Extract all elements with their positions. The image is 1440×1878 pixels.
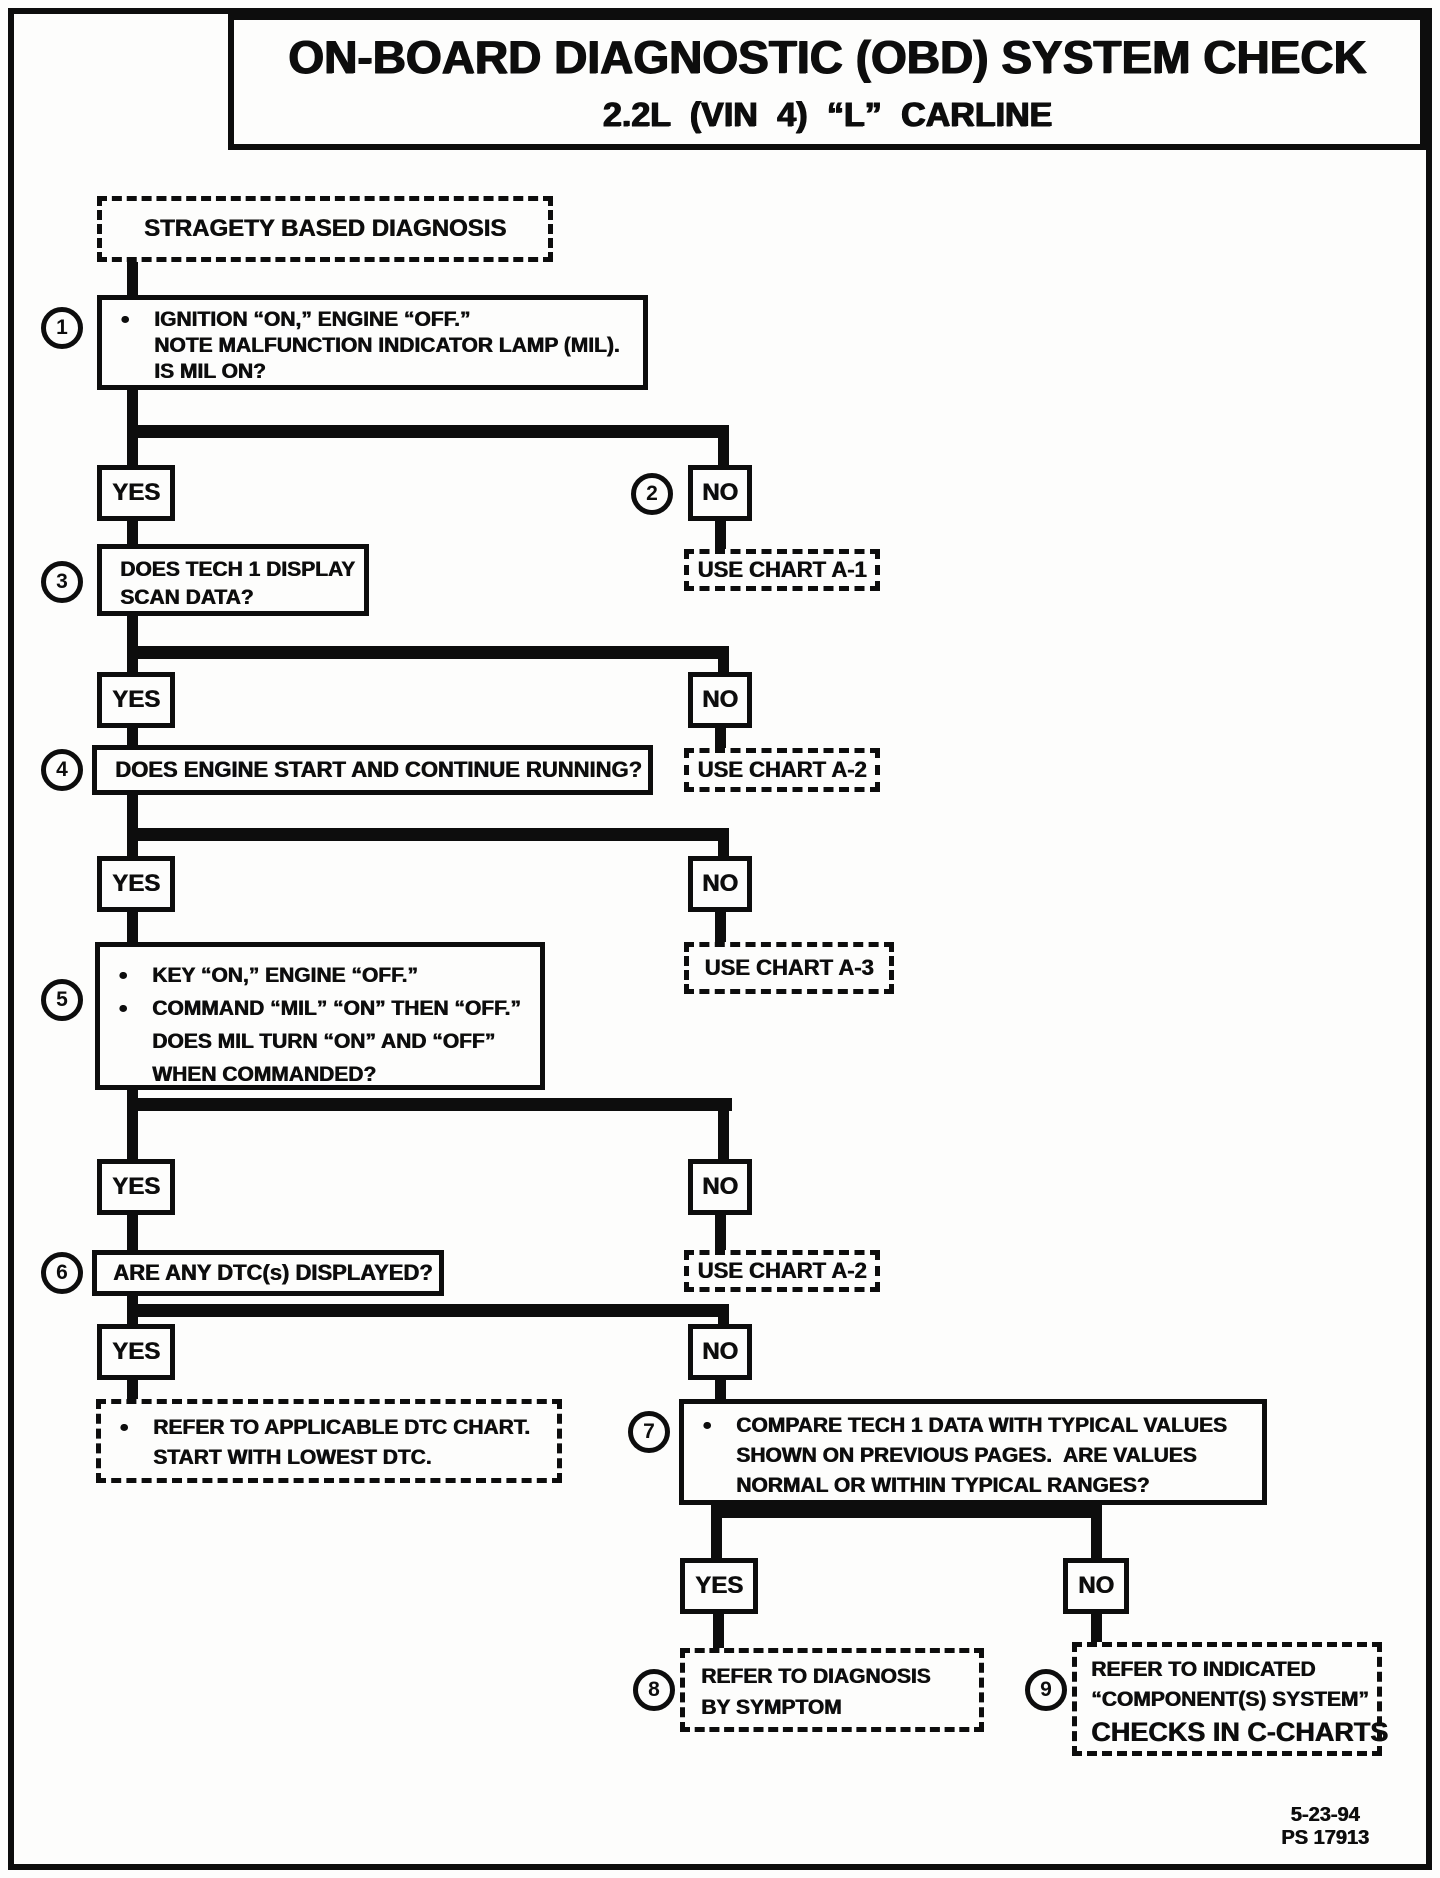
step3-line2: SCAN DATA? bbox=[120, 586, 254, 609]
connector bbox=[127, 1317, 138, 1324]
step-circle-9: 9 bbox=[1025, 1669, 1067, 1711]
connector bbox=[713, 1614, 724, 1648]
step-circle-2: 2 bbox=[631, 473, 673, 515]
connector bbox=[127, 390, 138, 425]
no-label-4: NO bbox=[688, 1159, 752, 1215]
connector bbox=[718, 438, 729, 465]
connector bbox=[127, 1296, 138, 1304]
connector bbox=[127, 425, 729, 438]
connector bbox=[715, 1215, 726, 1250]
step1-line1: IGNITION “ON,” ENGINE “OFF.” bbox=[118, 307, 635, 333]
connector bbox=[127, 438, 138, 465]
connector bbox=[127, 912, 138, 942]
step5-line3: DOES MIL TURN “ON” AND “OFF” bbox=[152, 1030, 495, 1053]
yes-label-3: YES bbox=[97, 856, 175, 912]
step5-box: KEY “ON,” ENGINE “OFF.” COMMAND “MIL” “O… bbox=[95, 942, 545, 1090]
connector bbox=[1091, 1518, 1102, 1558]
chart-a3-node: USE CHART A-3 bbox=[684, 942, 894, 994]
connector bbox=[127, 1098, 732, 1111]
yes-label-2: YES bbox=[97, 672, 175, 728]
connector bbox=[127, 795, 138, 828]
page-subtitle: 2.2L (VIN 4) “L” CARLINE bbox=[602, 96, 1052, 134]
no-label-1: NO bbox=[688, 465, 752, 521]
step1-line3: IS MIL ON? bbox=[154, 360, 266, 383]
no-label-6: NO bbox=[1063, 1558, 1129, 1614]
step8-box: REFER TO DIAGNOSIS BY SYMPTOM bbox=[680, 1648, 984, 1732]
page-border bbox=[8, 8, 1432, 1870]
result-dtc-line2: START WITH LOWEST DTC. bbox=[153, 1446, 432, 1469]
chart-a1-node: USE CHART A-1 bbox=[684, 549, 880, 591]
step9-line1: REFER TO INDICATED bbox=[1091, 1658, 1316, 1681]
yes-label-5: YES bbox=[97, 1324, 175, 1380]
step5-line4: WHEN COMMANDED? bbox=[152, 1063, 376, 1086]
connector bbox=[127, 841, 138, 856]
page-title: ON-BOARD DIAGNOSTIC (OBD) SYSTEM CHECK bbox=[287, 31, 1367, 83]
connector bbox=[127, 659, 138, 672]
step8-line1: REFER TO DIAGNOSIS bbox=[701, 1665, 931, 1688]
connector bbox=[127, 1304, 729, 1317]
connector bbox=[1091, 1614, 1102, 1642]
result-dtc-line1: REFER TO APPLICABLE DTC CHART. bbox=[117, 1413, 549, 1443]
step-circle-1: 1 bbox=[41, 307, 83, 349]
step9-line2: “COMPONENT(S) SYSTEM” bbox=[1091, 1688, 1369, 1711]
step4-box: DOES ENGINE START AND CONTINUE RUNNING? bbox=[92, 745, 653, 795]
connector bbox=[127, 521, 138, 544]
connector bbox=[127, 262, 138, 295]
footer-note: 5-23-94 PS 17913 bbox=[1240, 1804, 1410, 1850]
footer-code: PS 17913 bbox=[1281, 1827, 1369, 1849]
step3-line1: DOES TECH 1 DISPLAY bbox=[120, 558, 355, 581]
step1-line2: NOTE MALFUNCTION INDICATOR LAMP (MIL). bbox=[154, 334, 620, 357]
step5-line2: COMMAND “MIL” “ON” THEN “OFF.” bbox=[116, 992, 532, 1025]
no-label-2: NO bbox=[688, 672, 752, 728]
connector bbox=[718, 1111, 729, 1159]
step7-line3: NORMAL OR WITHIN TYPICAL RANGES? bbox=[736, 1474, 1150, 1497]
step5-line1: KEY “ON,” ENGINE “OFF.” bbox=[116, 959, 532, 992]
connector bbox=[127, 728, 138, 745]
footer-date: 5-23-94 bbox=[1290, 1804, 1360, 1826]
step3-box: DOES TECH 1 DISPLAY SCAN DATA? bbox=[97, 544, 369, 616]
step9-line3: CHECKS IN C-CHARTS bbox=[1091, 1717, 1388, 1747]
step7-line1: COMPARE TECH 1 DATA WITH TYPICAL VALUES bbox=[700, 1411, 1254, 1441]
connector bbox=[127, 1380, 138, 1399]
connector bbox=[715, 1380, 726, 1399]
step-circle-4: 4 bbox=[41, 749, 83, 791]
step7-line2: SHOWN ON PREVIOUS PAGES. ARE VALUES bbox=[736, 1444, 1197, 1467]
yes-label-6: YES bbox=[680, 1558, 758, 1614]
step-circle-7: 7 bbox=[628, 1411, 670, 1453]
step-circle-8: 8 bbox=[633, 1669, 675, 1711]
no-label-3: NO bbox=[688, 856, 752, 912]
connector bbox=[127, 828, 729, 841]
step-circle-3: 3 bbox=[41, 561, 83, 603]
step1-box: IGNITION “ON,” ENGINE “OFF.” NOTE MALFUN… bbox=[97, 295, 648, 390]
step9-box: REFER TO INDICATED “COMPONENT(S) SYSTEM”… bbox=[1072, 1642, 1388, 1756]
result-dtc-box: REFER TO APPLICABLE DTC CHART. START WIT… bbox=[96, 1399, 562, 1483]
connector bbox=[127, 646, 729, 659]
connector bbox=[127, 1090, 138, 1098]
chart-a2-second-node: USE CHART A-2 bbox=[684, 1250, 880, 1292]
step-circle-5: 5 bbox=[41, 979, 83, 1021]
title-box: ON-BOARD DIAGNOSTIC (OBD) SYSTEM CHECK 2… bbox=[228, 14, 1426, 150]
connector bbox=[127, 616, 138, 646]
connector bbox=[127, 1111, 138, 1159]
connector bbox=[718, 659, 729, 672]
step6-box: ARE ANY DTC(s) DISPLAYED? bbox=[92, 1250, 444, 1296]
connector bbox=[715, 521, 726, 549]
connector bbox=[718, 1317, 729, 1324]
connector bbox=[718, 841, 729, 856]
yes-label-1: YES bbox=[97, 465, 175, 521]
connector bbox=[711, 1518, 722, 1558]
step8-line2: BY SYMPTOM bbox=[701, 1696, 842, 1719]
chart-a2-first-node: USE CHART A-2 bbox=[684, 748, 880, 792]
connector bbox=[711, 1505, 1102, 1518]
yes-label-4: YES bbox=[97, 1159, 175, 1215]
no-label-5: NO bbox=[688, 1324, 752, 1380]
start-node: STRAGETY BASED DIAGNOSIS bbox=[97, 196, 553, 262]
step-circle-6: 6 bbox=[41, 1252, 83, 1294]
connector bbox=[127, 1215, 138, 1250]
connector bbox=[715, 912, 726, 942]
step7-box: COMPARE TECH 1 DATA WITH TYPICAL VALUES … bbox=[679, 1399, 1267, 1505]
connector bbox=[715, 728, 726, 748]
